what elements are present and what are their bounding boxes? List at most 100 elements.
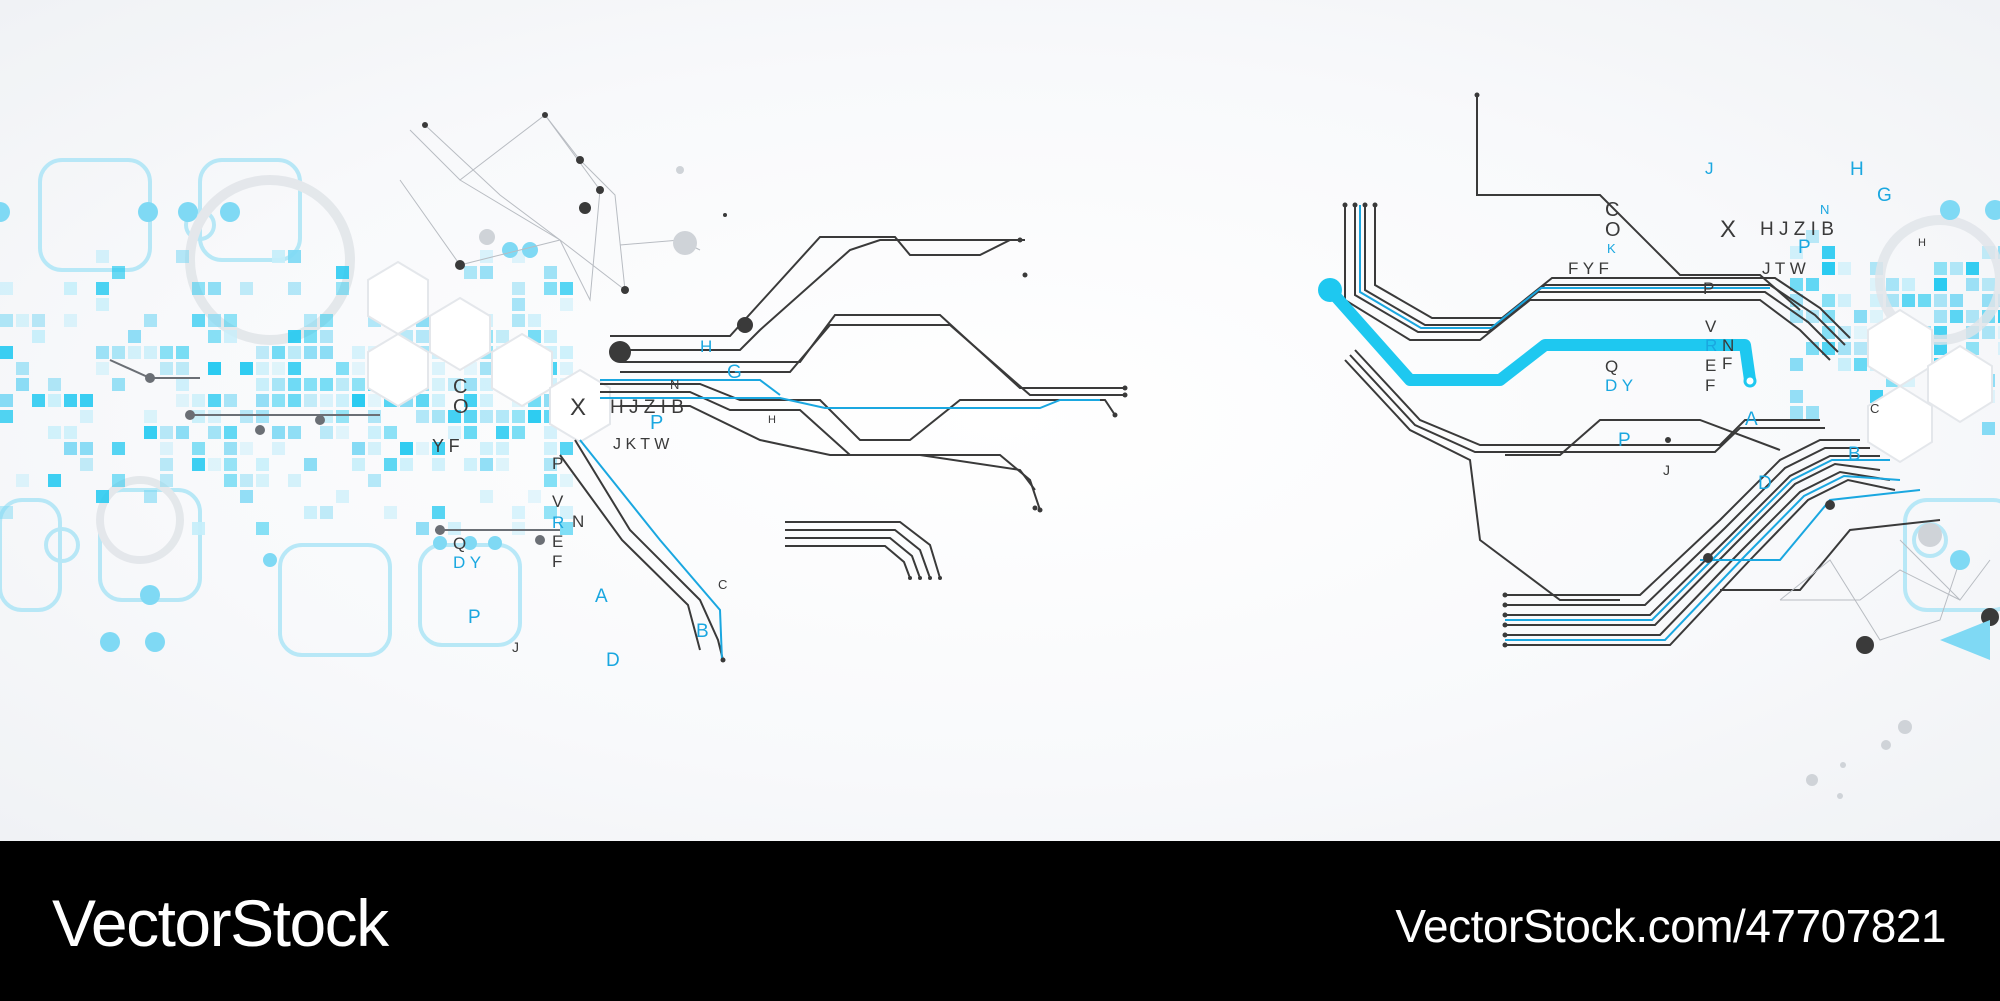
mosaic-pixel xyxy=(256,522,269,535)
mosaic-pixel xyxy=(320,378,333,391)
mosaic-pixel xyxy=(1822,294,1835,307)
mosaic-pixel xyxy=(288,346,301,359)
mosaic-pixel xyxy=(368,410,381,423)
mosaic-pixel xyxy=(1950,310,1963,323)
mosaic-pixel xyxy=(496,330,509,343)
mosaic-pixel xyxy=(512,426,525,439)
mosaic-pixel xyxy=(224,330,237,343)
mosaic-pixel xyxy=(0,506,13,519)
mosaic-pixel xyxy=(176,394,189,407)
mosaic-pixel xyxy=(272,346,285,359)
mosaic-pixel xyxy=(1918,294,1931,307)
mosaic-pixel xyxy=(1966,262,1979,275)
right-row-jtw: J T W xyxy=(1762,259,1806,278)
right-letter-d: D xyxy=(1758,473,1772,494)
mosaic-pixel xyxy=(256,410,269,423)
left-letter-b: B xyxy=(696,621,709,642)
mosaic-pixel xyxy=(192,410,205,423)
mosaic-pixel xyxy=(304,458,317,471)
mosaic-pixel xyxy=(0,410,13,423)
mosaic-pixel xyxy=(288,426,301,439)
mosaic-pixel xyxy=(272,442,285,455)
mosaic-pixel xyxy=(256,362,269,375)
mosaic-pixel xyxy=(432,394,445,407)
mosaic-pixel xyxy=(416,394,429,407)
mosaic-pixel xyxy=(480,410,493,423)
left-letter-x: X xyxy=(570,394,587,421)
mosaic-pixel xyxy=(272,426,285,439)
mosaic-pixel xyxy=(256,346,269,359)
mosaic-pixel xyxy=(160,362,173,375)
mosaic-pixel xyxy=(528,410,541,423)
mosaic-pixel xyxy=(48,394,61,407)
left-row-dy: D Y xyxy=(453,553,482,572)
mosaic-pixel xyxy=(1982,326,1995,339)
mosaic-pixel xyxy=(432,458,445,471)
mosaic-pixel xyxy=(384,426,397,439)
mosaic-pixel xyxy=(544,266,557,279)
mosaic-pixel xyxy=(560,442,573,455)
mosaic-pixel xyxy=(512,282,525,295)
left-letter-q: Q xyxy=(453,534,467,553)
right-letter-h: H xyxy=(1850,159,1864,180)
right-circuit-blue-traces xyxy=(1359,205,1921,641)
mosaic-pixel xyxy=(1806,230,1819,243)
mosaic-pixel xyxy=(1902,278,1915,291)
left-letter-p: P xyxy=(552,454,564,473)
right-letter-f-mid: F xyxy=(1722,354,1733,373)
mosaic-pixel xyxy=(544,442,557,455)
vectorstock-footer: VectorStock VectorStock.com/47707821 xyxy=(0,841,2000,1001)
mosaic-pixel xyxy=(192,458,205,471)
mosaic-pixel xyxy=(192,442,205,455)
mosaic-pixel xyxy=(16,378,29,391)
right-letter-p-top: P xyxy=(1798,237,1811,258)
circuit-graphic xyxy=(0,92,2000,799)
mosaic-pixel xyxy=(368,426,381,439)
mosaic-pixel xyxy=(432,378,445,391)
mosaic-pixel xyxy=(1966,278,1979,291)
mosaic-pixel xyxy=(272,250,285,263)
mosaic-pixel xyxy=(336,378,349,391)
right-letter-r: R xyxy=(1705,336,1718,355)
mosaic-pixel xyxy=(304,346,317,359)
right-letter-c-small: C xyxy=(1870,401,1880,416)
mosaic-pixel xyxy=(64,426,77,439)
mosaic-pixel xyxy=(512,314,525,327)
mosaic-pixel xyxy=(240,362,253,375)
mosaic-pixel xyxy=(560,474,573,487)
mosaic-pixel xyxy=(208,426,221,439)
mosaic-pixel xyxy=(224,426,237,439)
mosaic-pixel xyxy=(288,362,301,375)
left-letter-p-bottom: P xyxy=(468,607,481,628)
left-letter-n: N xyxy=(572,512,585,531)
mosaic-pixel xyxy=(464,378,477,391)
mosaic-pixel xyxy=(160,442,173,455)
mosaic-pixel xyxy=(1982,278,1995,291)
right-letter-j-top: J xyxy=(1705,159,1714,178)
mosaic-pixel xyxy=(320,426,333,439)
left-letter-o: O xyxy=(453,396,469,418)
vectorstock-logo: VectorStock xyxy=(52,886,389,960)
mosaic-pixel xyxy=(304,330,317,343)
right-letter-v: V xyxy=(1705,317,1717,336)
mosaic-pixel xyxy=(240,490,253,503)
right-letter-b: B xyxy=(1848,444,1861,465)
mosaic-pixel xyxy=(1790,406,1803,419)
mosaic-pixel xyxy=(1806,406,1819,419)
mosaic-pixel xyxy=(112,266,125,279)
mosaic-pixel xyxy=(1950,294,1963,307)
mosaic-pixel xyxy=(144,490,157,503)
mosaic-pixel xyxy=(176,378,189,391)
mosaic-pixel xyxy=(304,394,317,407)
mosaic-pixel xyxy=(176,362,189,375)
left-letter-h: H xyxy=(700,337,713,356)
mosaic-pixel xyxy=(1790,310,1803,323)
left-letter-v: V xyxy=(552,492,564,511)
mosaic-pixel xyxy=(544,330,557,343)
mosaic-pixel xyxy=(560,362,573,375)
mosaic-pixel xyxy=(560,298,573,311)
right-blue-arrow xyxy=(1940,620,1990,660)
mosaic-pixel xyxy=(1790,246,1803,259)
mosaic-pixel xyxy=(192,314,205,327)
mosaic-pixel xyxy=(160,474,173,487)
